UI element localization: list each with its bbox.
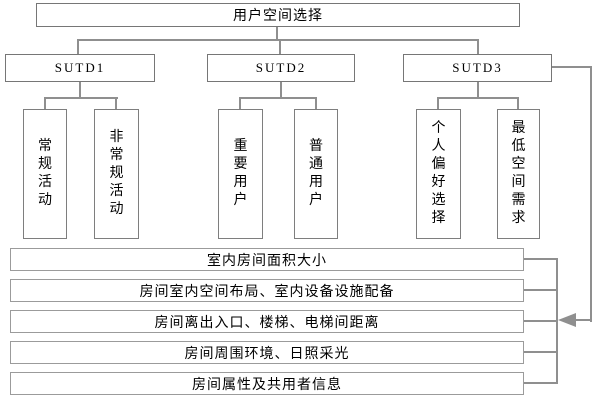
leaf-node-important-user-label: 重要用户 <box>233 139 248 208</box>
leaf-node-ordinary-user: 普通用户 <box>294 109 338 239</box>
group-node-sutd3-label: SUTD3 <box>452 60 503 75</box>
connector-drop-sutd2 <box>279 39 281 54</box>
connector-sutd2-rail <box>239 97 317 99</box>
connector-sutd2-stem <box>280 82 282 99</box>
leaf-node-irregular-activity-label: 非常规活动 <box>109 130 124 217</box>
group-node-sutd3: SUTD3 <box>403 54 552 82</box>
criteria-bar-distance: 房间离出入口、楼梯、电梯间距离 <box>10 310 524 333</box>
connector-drop-leaf1 <box>44 97 46 109</box>
leaf-node-minimum-space-label: 最低空间需求 <box>511 121 526 226</box>
connector-drop-leaf5 <box>437 97 439 109</box>
connector-sutd1-rail <box>44 97 118 99</box>
connector-sutd3-rail <box>437 97 519 99</box>
leaf-node-ordinary-user-label: 普通用户 <box>309 139 323 208</box>
criteria-bar-layout-equipment: 房间室内空间布局、室内设备设施配备 <box>10 279 524 302</box>
connector-drop-sutd3 <box>477 39 479 55</box>
connector-collector-line <box>556 258 558 384</box>
connector-bar2-stub <box>524 289 558 291</box>
criteria-bar-distance-label: 房间离出入口、楼梯、电梯间距离 <box>154 315 380 331</box>
connector-sutd3-stem <box>477 82 479 99</box>
connector-sutd1-stem <box>79 82 81 99</box>
connector-drop-leaf2 <box>115 97 117 109</box>
connector-bar4-stub <box>524 351 558 353</box>
connector-drop-leaf4 <box>315 97 317 109</box>
arrowhead-left-icon <box>558 313 576 327</box>
connector-sutd3-tail-vertical <box>590 66 592 322</box>
connector-drop-leaf6 <box>517 97 519 109</box>
leaf-node-regular-activity-label: 常规活动 <box>38 139 52 208</box>
leaf-node-personal-preference: 个人偏好选择 <box>416 109 461 239</box>
connector-drop-leaf3 <box>239 97 241 109</box>
connector-root-stem <box>276 27 278 41</box>
group-node-sutd1-label: SUTD1 <box>54 60 106 75</box>
group-node-sutd2: SUTD2 <box>207 54 355 82</box>
criteria-bar-attributes-cousers: 房间属性及共用者信息 <box>10 372 524 395</box>
leaf-node-regular-activity: 常规活动 <box>23 109 67 239</box>
leaf-node-irregular-activity: 非常规活动 <box>94 109 139 239</box>
connector-bar5-stub <box>524 382 558 384</box>
criteria-bar-environment-daylight: 房间周围环境、日照采光 <box>10 341 524 364</box>
root-node-label: 用户空间选择 <box>233 9 323 24</box>
criteria-bar-attributes-cousers-label: 房间属性及共用者信息 <box>192 377 342 393</box>
criteria-bar-environment-daylight-label: 房间周围环境、日照采光 <box>184 346 350 362</box>
group-node-sutd2-label: SUTD2 <box>255 60 307 75</box>
connector-level1-rail <box>77 39 479 41</box>
leaf-node-minimum-space: 最低空间需求 <box>497 109 540 239</box>
connector-bar1-stub <box>524 258 558 260</box>
leaf-node-important-user: 重要用户 <box>218 109 263 239</box>
connector-bar3-stub <box>524 320 558 322</box>
connector-sutd3-tail-top <box>552 66 592 68</box>
root-node: 用户空间选择 <box>36 3 520 27</box>
leaf-node-personal-preference-label: 个人偏好选择 <box>431 121 446 226</box>
group-node-sutd1: SUTD1 <box>5 54 155 82</box>
criteria-bar-layout-equipment-label: 房间室内空间布局、室内设备设施配备 <box>139 284 395 300</box>
connector-drop-sutd1 <box>77 39 79 54</box>
criteria-bar-room-area-label: 室内房间面积大小 <box>207 253 327 269</box>
criteria-bar-room-area: 室内房间面积大小 <box>10 248 524 271</box>
connector-arrow-shaft <box>574 319 592 321</box>
